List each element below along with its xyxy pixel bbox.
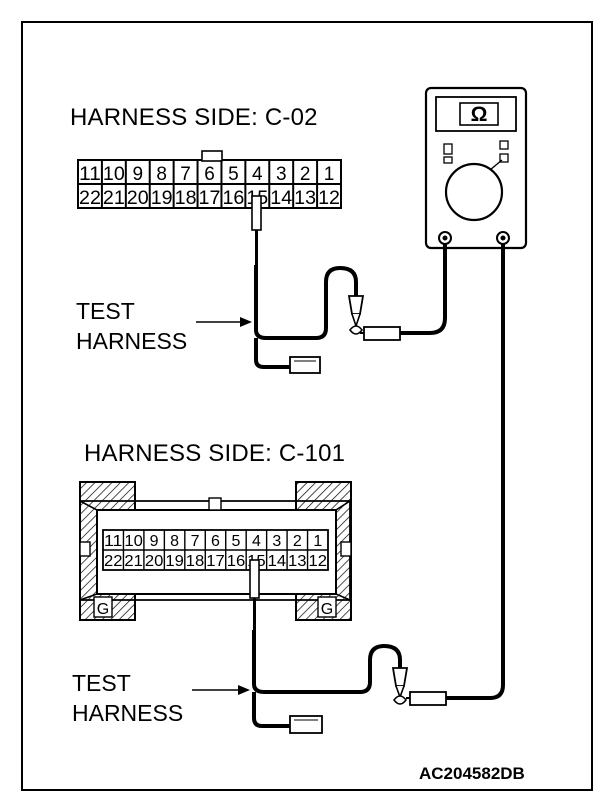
- test-harness-top-label: TEST HARNESS: [76, 296, 187, 356]
- c02-row-top-pin-7: 7: [180, 164, 191, 185]
- c02-row-top-pin-3: 3: [276, 164, 287, 185]
- c02-row-bottom-pin-14: 14: [270, 188, 292, 209]
- c101-row-top-pin-6: 6: [211, 533, 220, 550]
- c02-row-bottom-pin-19: 19: [151, 188, 173, 209]
- c101-row-top-pin-10: 10: [124, 533, 143, 550]
- c02-row-top-pin-6: 6: [204, 164, 215, 185]
- c02-row-top-pin-10: 10: [103, 164, 125, 185]
- c101-row-bottom-pin-12: 12: [309, 553, 328, 570]
- c02-row-top-pin-9: 9: [132, 164, 143, 185]
- multimeter-dial: [444, 162, 504, 222]
- c101-row-top-pin-2: 2: [293, 533, 302, 550]
- c101-row-top-pin-7: 7: [191, 533, 200, 550]
- c101-row-top-pin-1: 1: [313, 533, 322, 550]
- c101-row-bottom-pin-18: 18: [186, 553, 205, 570]
- c02-row-top-pin-8: 8: [156, 164, 167, 185]
- c02-row-bottom-pin-22: 22: [79, 188, 101, 209]
- c101-row-bottom-pin-22: 22: [104, 553, 123, 570]
- multimeter: Ω: [424, 86, 528, 250]
- test-harness-top-drawing: [251, 195, 447, 374]
- c02-row-top-pin-2: 2: [300, 164, 311, 185]
- c02-row-top-pin-5: 5: [228, 164, 239, 185]
- test-harness-bottom-arrow: [192, 685, 250, 695]
- test-harness-top-line2: HARNESS: [76, 328, 188, 354]
- ground-label-left: G: [97, 601, 109, 618]
- c02-row-top-pin-4: 4: [252, 164, 263, 185]
- c101-row-bottom-pin-16: 16: [227, 553, 246, 570]
- c02-row-bottom-pin-16: 16: [222, 188, 244, 209]
- c101-row-top-pin-9: 9: [150, 533, 159, 550]
- c101-row-top-pin-3: 3: [272, 533, 281, 550]
- connector-c101-lock: [208, 497, 222, 511]
- test-harness-bottom-line2: HARNESS: [72, 700, 184, 726]
- c101-row-bottom-pin-13: 13: [288, 553, 307, 570]
- c101-row-bottom-pin-21: 21: [124, 553, 143, 570]
- figure-code: AC204582DB: [419, 764, 525, 783]
- c101-row-bottom-pin-19: 19: [165, 553, 184, 570]
- ground-marker-left: [93, 596, 113, 618]
- figure-border: [21, 21, 593, 791]
- c02-row-bottom-pin-18: 18: [175, 188, 197, 209]
- c101-row-bottom-pin-17: 17: [206, 553, 225, 570]
- test-harness-top-arrow: [196, 317, 252, 327]
- test-harness-top-line1: TEST: [76, 298, 135, 324]
- test-harness-bottom-line1: TEST: [72, 670, 131, 696]
- connector-c02-lock: [201, 150, 223, 162]
- connector-c101-title: HARNESS SIDE: C-101: [84, 440, 346, 467]
- c02-row-top-pin-1: 1: [324, 164, 335, 185]
- c02-row-bottom-pin-12: 12: [318, 188, 340, 209]
- c02-row-bottom-pin-20: 20: [127, 188, 149, 209]
- ground-label-right: G: [321, 601, 333, 618]
- ground-marker-right: [317, 596, 337, 618]
- c101-row-bottom-pin-14: 14: [268, 553, 287, 570]
- test-harness-bottom-drawing: [249, 244, 505, 734]
- c101-row-bottom-pin-20: 20: [145, 553, 164, 570]
- ohm-symbol-icon: Ω: [471, 103, 488, 126]
- c101-row-top-pin-8: 8: [170, 533, 179, 550]
- c101-row-top-pin-11: 11: [104, 533, 123, 550]
- c101-row-top-pin-4: 4: [252, 533, 261, 550]
- c02-row-top-pin-11: 11: [79, 164, 101, 185]
- c02-row-bottom-pin-17: 17: [199, 188, 221, 209]
- c101-row-top-pin-5: 5: [232, 533, 241, 550]
- test-harness-bottom-label: TEST HARNESS: [72, 668, 183, 728]
- c02-row-bottom-pin-21: 21: [103, 188, 125, 209]
- connector-c02-title: HARNESS SIDE: C-02: [70, 104, 318, 131]
- c02-row-bottom-pin-13: 13: [294, 188, 316, 209]
